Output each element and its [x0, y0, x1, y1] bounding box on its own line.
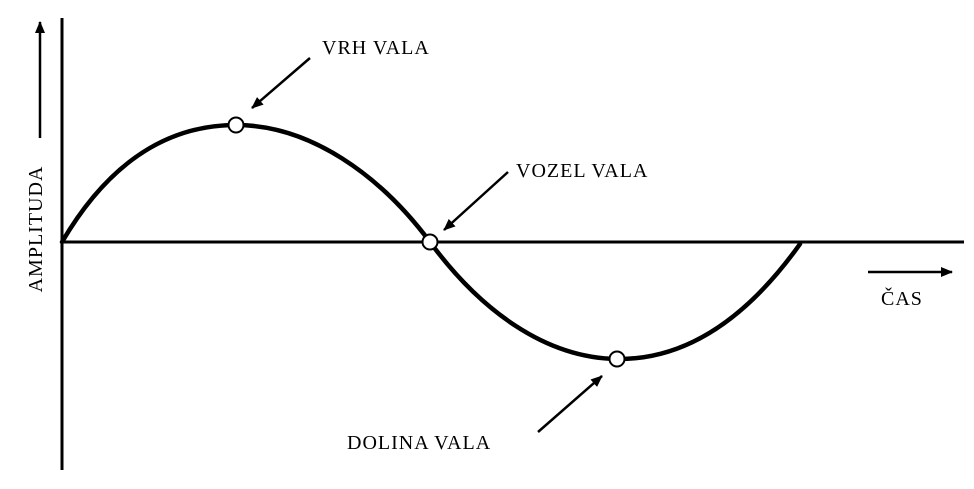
y-axis-label: AMPLITUDA — [25, 166, 47, 293]
crest-point — [227, 116, 245, 134]
node-label: VOZEL VALA — [516, 160, 648, 182]
node-arrow — [443, 171, 509, 231]
trough-label: DOLINA VALA — [347, 432, 491, 454]
trough-arrow — [537, 375, 603, 433]
node-point — [421, 233, 439, 251]
trough-point — [608, 350, 626, 368]
crest-arrow — [251, 57, 311, 109]
crest-label: VRH VALA — [322, 37, 430, 59]
x-axis-label: ČAS — [881, 286, 923, 310]
